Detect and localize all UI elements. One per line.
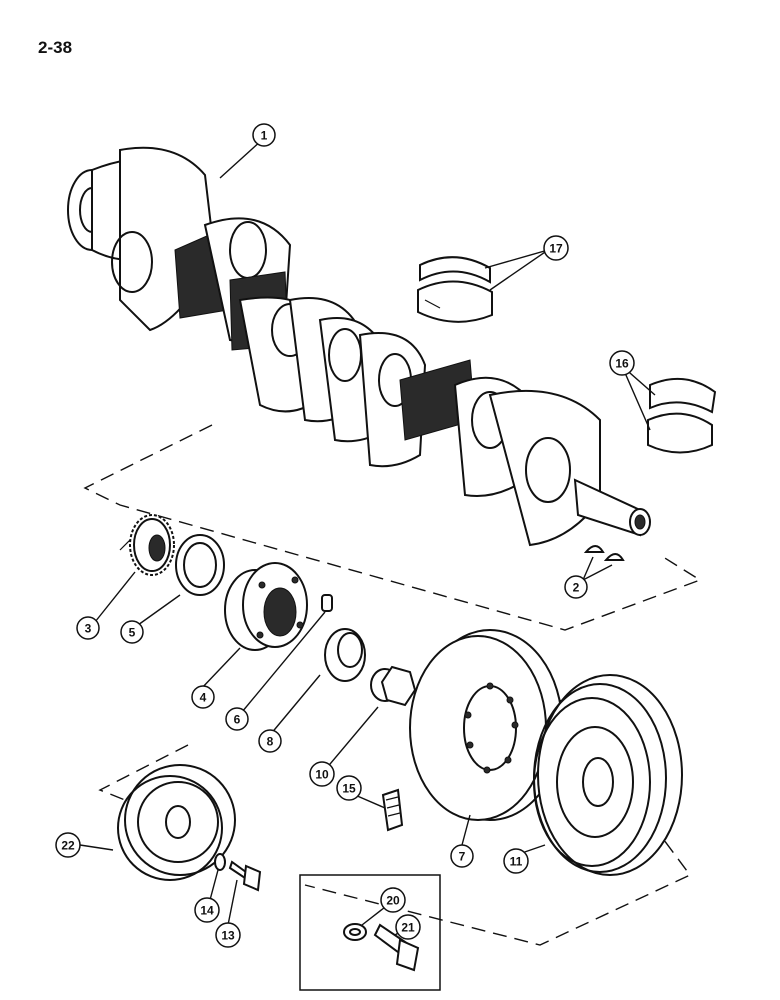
callout-5: 5 <box>120 620 144 644</box>
callout-17: 17 <box>543 235 569 261</box>
svg-text:22: 22 <box>61 839 75 853</box>
callout-22: 22 <box>55 832 81 858</box>
svg-text:7: 7 <box>459 850 466 864</box>
bearing-shell-icon-17 <box>417 256 493 323</box>
bearing-shell-icon-16 <box>647 377 717 454</box>
crankshaft-icon <box>67 146 651 547</box>
svg-text:5: 5 <box>129 626 136 640</box>
leader-lines <box>79 139 656 936</box>
svg-text:11: 11 <box>510 855 523 869</box>
bolt-icon <box>228 860 262 892</box>
callout-4: 4 <box>191 685 215 709</box>
dashed-group-outline-upper <box>83 424 702 631</box>
callout-7: 7 <box>450 844 474 868</box>
callout-20: 20 <box>380 887 406 913</box>
callout-16: 16 <box>609 350 635 376</box>
svg-text:14: 14 <box>200 904 214 918</box>
gear-icon <box>119 514 175 576</box>
callout-21: 21 <box>395 914 421 940</box>
svg-text:15: 15 <box>342 782 356 796</box>
callout-1: 1 <box>252 123 276 147</box>
svg-text:17: 17 <box>549 242 563 256</box>
callout-6: 6 <box>225 707 249 731</box>
detail-box-bolt-washer <box>299 874 441 991</box>
svg-text:8: 8 <box>267 735 274 749</box>
callout-15: 15 <box>336 775 362 801</box>
callout-10: 10 <box>309 761 335 787</box>
bolt-icon-detail <box>373 923 420 972</box>
hex-nut-icon <box>370 665 417 707</box>
washer-icon-detail <box>343 923 367 941</box>
hub-icon <box>224 562 308 651</box>
svg-text:13: 13 <box>221 929 235 943</box>
ring-icon <box>175 534 225 596</box>
callout-8: 8 <box>258 729 282 753</box>
washer-icon <box>214 853 226 871</box>
svg-text:1: 1 <box>261 129 268 143</box>
callout-13: 13 <box>215 922 241 948</box>
svg-text:4: 4 <box>200 691 207 705</box>
damper-icon <box>409 629 563 821</box>
woodruff-key-icon <box>583 545 625 561</box>
page-number: 2-38 <box>38 38 73 57</box>
callout-3: 3 <box>76 616 100 640</box>
bushing-icon <box>324 628 366 682</box>
svg-text:6: 6 <box>234 713 241 727</box>
callout-2: 2 <box>564 575 588 599</box>
pulley-icon-large <box>533 674 683 876</box>
callout-14: 14 <box>194 897 220 923</box>
svg-text:16: 16 <box>615 357 629 371</box>
svg-text:3: 3 <box>85 622 92 636</box>
svg-text:2: 2 <box>573 581 580 595</box>
pulley-icon-small <box>117 764 236 881</box>
dowel-pin-icon <box>321 594 333 612</box>
svg-text:10: 10 <box>315 768 329 782</box>
callout-11: 11 <box>503 848 529 874</box>
svg-text:20: 20 <box>386 894 400 908</box>
decal-icon <box>381 788 404 832</box>
svg-text:21: 21 <box>401 921 415 935</box>
